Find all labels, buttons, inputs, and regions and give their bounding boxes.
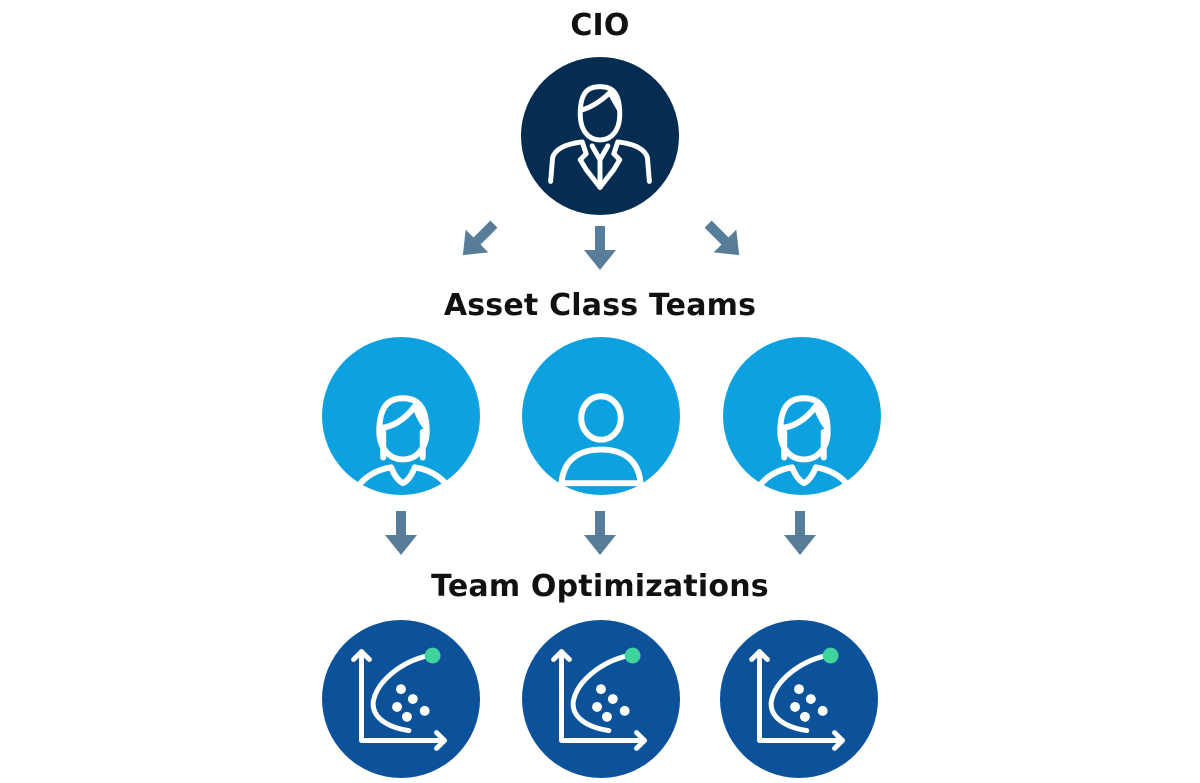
asset-class-teams-label: Asset Class Teams (443, 288, 757, 323)
person-icon (522, 337, 680, 495)
arrow-down-icon (584, 226, 616, 270)
cio-label: CIO (570, 8, 630, 43)
businessman-icon (521, 57, 679, 215)
woman-icon (723, 337, 881, 495)
cio-node (521, 57, 679, 215)
arrow-down-left-icon (451, 212, 506, 267)
arrow-down-icon (385, 511, 417, 555)
efficient-frontier-chart-icon (322, 620, 480, 778)
team-node-2 (522, 337, 680, 495)
arrow-down-right-icon (696, 212, 751, 267)
optimization-node-1 (322, 620, 480, 778)
woman-icon (322, 337, 480, 495)
optimization-node-2 (522, 620, 680, 778)
team-node-3 (723, 337, 881, 495)
efficient-frontier-chart-icon (720, 620, 878, 778)
arrow-down-icon (584, 511, 616, 555)
team-node-1 (322, 337, 480, 495)
optimization-node-3 (720, 620, 878, 778)
efficient-frontier-chart-icon (522, 620, 680, 778)
team-optimizations-label: Team Optimizations (431, 569, 769, 604)
arrow-down-icon (784, 511, 816, 555)
